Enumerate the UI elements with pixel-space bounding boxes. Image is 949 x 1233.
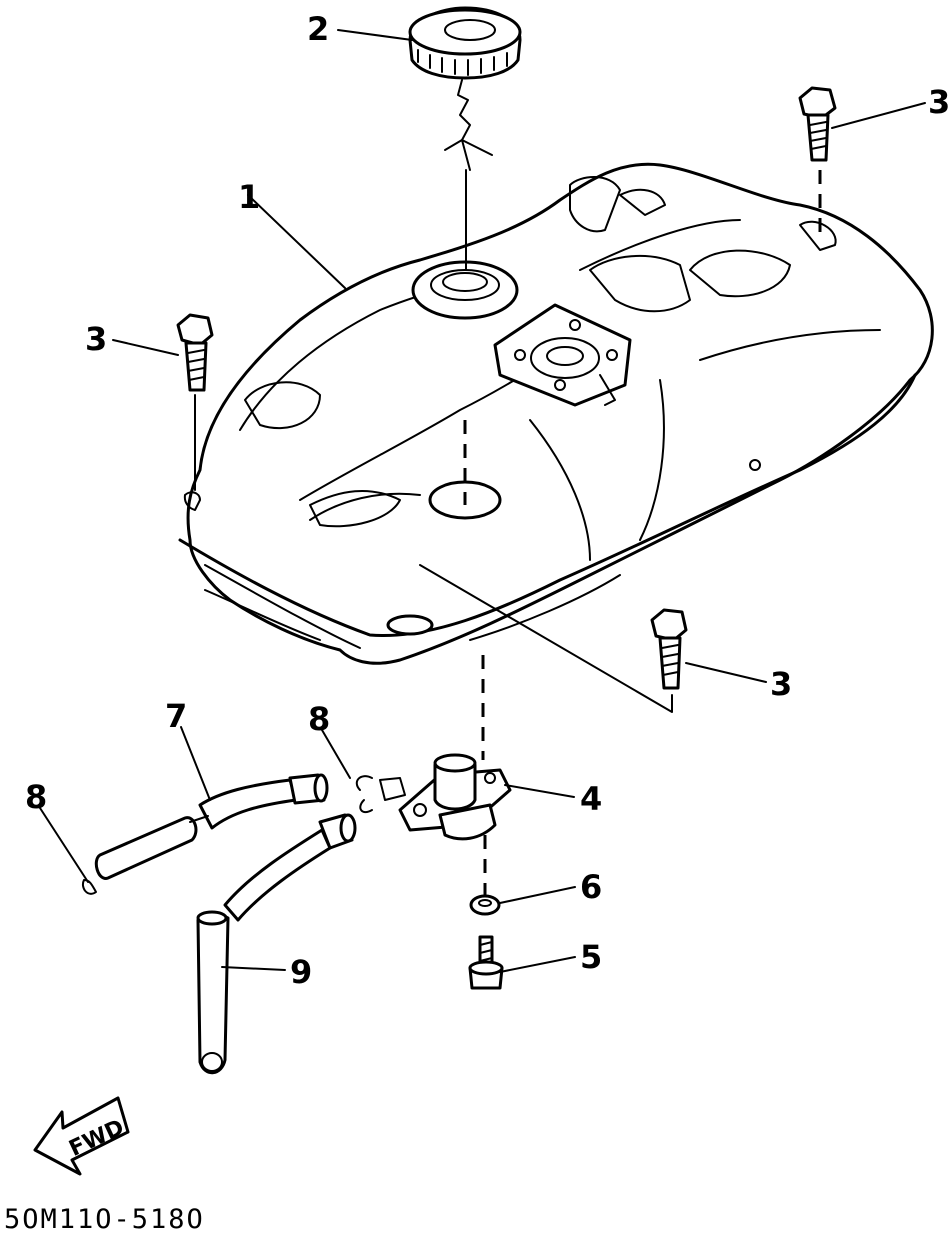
callout-hose-breather: 9 <box>290 953 312 991</box>
leader-lines <box>39 29 926 973</box>
bolt-left <box>176 313 214 392</box>
forward-arrow-icon: FWD <box>33 1096 130 1176</box>
fuel-tank <box>178 162 934 665</box>
callout-clip-upper: 8 <box>308 700 330 738</box>
screw <box>468 935 504 990</box>
bolt-lower-right <box>650 608 688 690</box>
fuel-cock <box>355 753 512 841</box>
fuel-hose <box>94 773 329 880</box>
bolt-lower-right-axis <box>419 564 673 713</box>
callout-cock: 4 <box>580 780 602 818</box>
callout-screw: 5 <box>580 938 602 976</box>
drawing-code: 5OM11O-518O <box>4 1204 205 1233</box>
callout-cap: 2 <box>307 10 329 48</box>
callout-washer: 6 <box>580 868 602 906</box>
breather-hose <box>196 813 357 1075</box>
bolt-top-right <box>798 86 837 162</box>
callout-tank: 1 <box>238 178 260 216</box>
callout-bolt-top-right: 3 <box>928 83 949 121</box>
washer <box>469 894 501 916</box>
fuel-cap <box>408 6 522 171</box>
clip-left <box>82 879 97 895</box>
callout-bolt-left: 3 <box>85 320 107 358</box>
callout-hose-fuel: 7 <box>165 697 187 735</box>
callout-clip-left: 8 <box>25 778 47 816</box>
callout-bolt-lower-right: 3 <box>770 665 792 703</box>
